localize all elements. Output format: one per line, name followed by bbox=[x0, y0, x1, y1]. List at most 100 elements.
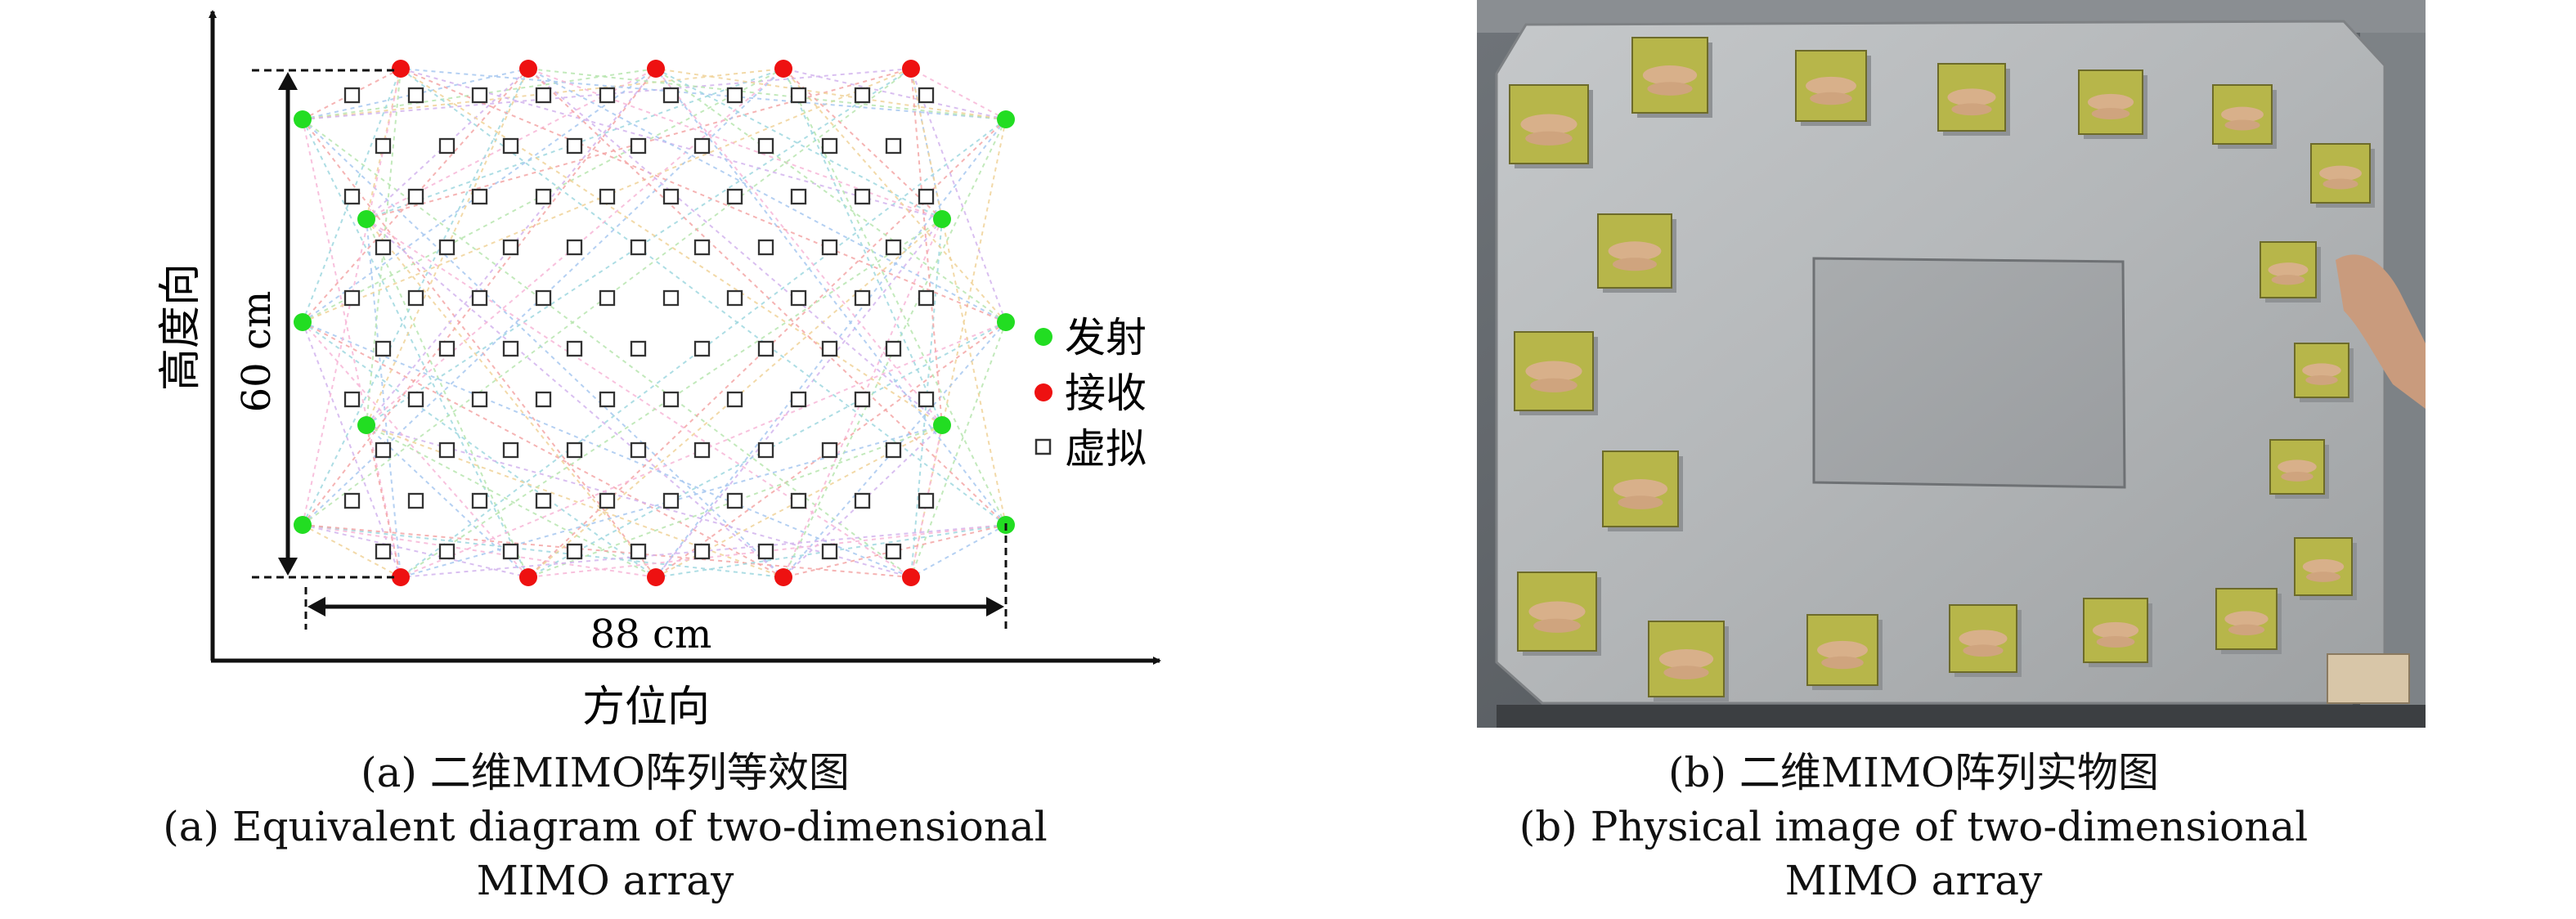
virtual-element bbox=[757, 239, 774, 256]
connection-line bbox=[400, 68, 1007, 323]
antenna-module bbox=[1949, 604, 2022, 677]
antenna-module bbox=[1509, 84, 1593, 168]
virtual-element bbox=[854, 391, 871, 408]
virtual-element bbox=[630, 340, 647, 357]
mimo-physical-photo bbox=[1477, 0, 2426, 728]
connection-line bbox=[302, 68, 657, 120]
virtual-element bbox=[375, 137, 392, 155]
virtual-element bbox=[599, 289, 616, 307]
receive-element bbox=[774, 60, 792, 78]
connection-line bbox=[366, 218, 657, 578]
virtual-element bbox=[502, 340, 519, 357]
virtual-element bbox=[918, 289, 935, 307]
virtual-element bbox=[854, 188, 871, 205]
virtual-element bbox=[407, 391, 424, 408]
connection-line bbox=[366, 424, 784, 578]
virtual-element bbox=[438, 239, 456, 256]
virtual-element bbox=[726, 87, 743, 104]
virtual-element bbox=[566, 340, 583, 357]
legend-label-receive: 接收 bbox=[1065, 370, 1147, 417]
connection-line bbox=[910, 68, 1007, 120]
mimo-equivalent-diagram: 60 cm 88 cm 高度向 方位向 发射 接收 虚拟 bbox=[156, 10, 1161, 732]
virtual-element bbox=[535, 289, 552, 307]
connection-line bbox=[527, 68, 1007, 120]
connection-line bbox=[783, 68, 943, 220]
virtual-element bbox=[757, 442, 774, 459]
virtual-elements bbox=[343, 87, 935, 560]
legend-marker-virtual bbox=[1034, 438, 1052, 455]
connection-line bbox=[302, 524, 657, 578]
transmit-elements bbox=[294, 110, 1015, 534]
receive-elements bbox=[392, 60, 920, 586]
virtual-element bbox=[662, 391, 680, 408]
virtual-element bbox=[885, 543, 902, 560]
antenna-modules bbox=[1509, 37, 2375, 702]
connection-line bbox=[302, 68, 657, 323]
connection-line bbox=[400, 68, 1007, 526]
virtual-element bbox=[535, 87, 552, 104]
receive-element bbox=[392, 568, 410, 586]
connection-line bbox=[302, 524, 912, 578]
virtual-element bbox=[821, 137, 838, 155]
legend-marker-receive bbox=[1034, 383, 1052, 401]
legend: 发射 接收 虚拟 bbox=[1034, 314, 1147, 473]
photo-illustration bbox=[1477, 0, 2426, 728]
virtual-element bbox=[375, 340, 392, 357]
connection-line bbox=[655, 68, 1007, 323]
antenna-module bbox=[1937, 63, 2010, 136]
connection-line bbox=[366, 218, 402, 578]
virtual-element bbox=[821, 543, 838, 560]
connection-line bbox=[783, 68, 1007, 120]
connection-line bbox=[302, 524, 402, 578]
virtual-element bbox=[662, 188, 680, 205]
connection-line bbox=[655, 68, 1007, 526]
connection-line bbox=[366, 218, 912, 578]
antenna-module bbox=[2269, 439, 2329, 499]
connection-line bbox=[910, 68, 943, 426]
virtual-element bbox=[790, 492, 807, 509]
virtual-element bbox=[471, 188, 488, 205]
transmit-element bbox=[294, 110, 312, 128]
virtual-element bbox=[885, 137, 902, 155]
virtual-element bbox=[757, 340, 774, 357]
virtual-element bbox=[566, 442, 583, 459]
connection-line bbox=[783, 524, 1007, 578]
virtual-element bbox=[693, 137, 711, 155]
virtual-element bbox=[757, 543, 774, 560]
virtual-element bbox=[471, 289, 488, 307]
virtual-element bbox=[885, 442, 902, 459]
antenna-module bbox=[1631, 37, 1712, 118]
receive-element bbox=[519, 568, 537, 586]
transmit-element bbox=[294, 516, 312, 534]
virtual-element bbox=[630, 239, 647, 256]
virtual-element bbox=[630, 543, 647, 560]
legend-label-transmit: 发射 bbox=[1065, 314, 1147, 361]
connection-line bbox=[783, 68, 1007, 526]
connection-line bbox=[527, 68, 943, 426]
connection-line bbox=[302, 321, 912, 578]
legend-marker-transmit bbox=[1034, 328, 1052, 346]
receive-element bbox=[647, 568, 665, 586]
virtual-element bbox=[854, 492, 871, 509]
virtual-element bbox=[375, 442, 392, 459]
virtual-element bbox=[343, 87, 361, 104]
virtual-element bbox=[662, 289, 680, 307]
virtual-element bbox=[790, 289, 807, 307]
virtual-element bbox=[471, 492, 488, 509]
connection-line bbox=[783, 321, 1007, 578]
central-window bbox=[1812, 257, 2126, 489]
connection-line bbox=[400, 68, 1007, 120]
virtual-element bbox=[726, 188, 743, 205]
antenna-module bbox=[1517, 572, 1601, 656]
virtual-element bbox=[630, 442, 647, 459]
virtual-element bbox=[407, 188, 424, 205]
virtual-element bbox=[662, 492, 680, 509]
virtual-element bbox=[375, 239, 392, 256]
receive-element bbox=[902, 60, 920, 78]
virtual-element bbox=[854, 87, 871, 104]
virtual-element bbox=[343, 289, 361, 307]
virtual-element bbox=[726, 391, 743, 408]
virtual-element bbox=[662, 87, 680, 104]
virtual-element bbox=[821, 239, 838, 256]
virtual-element bbox=[407, 87, 424, 104]
